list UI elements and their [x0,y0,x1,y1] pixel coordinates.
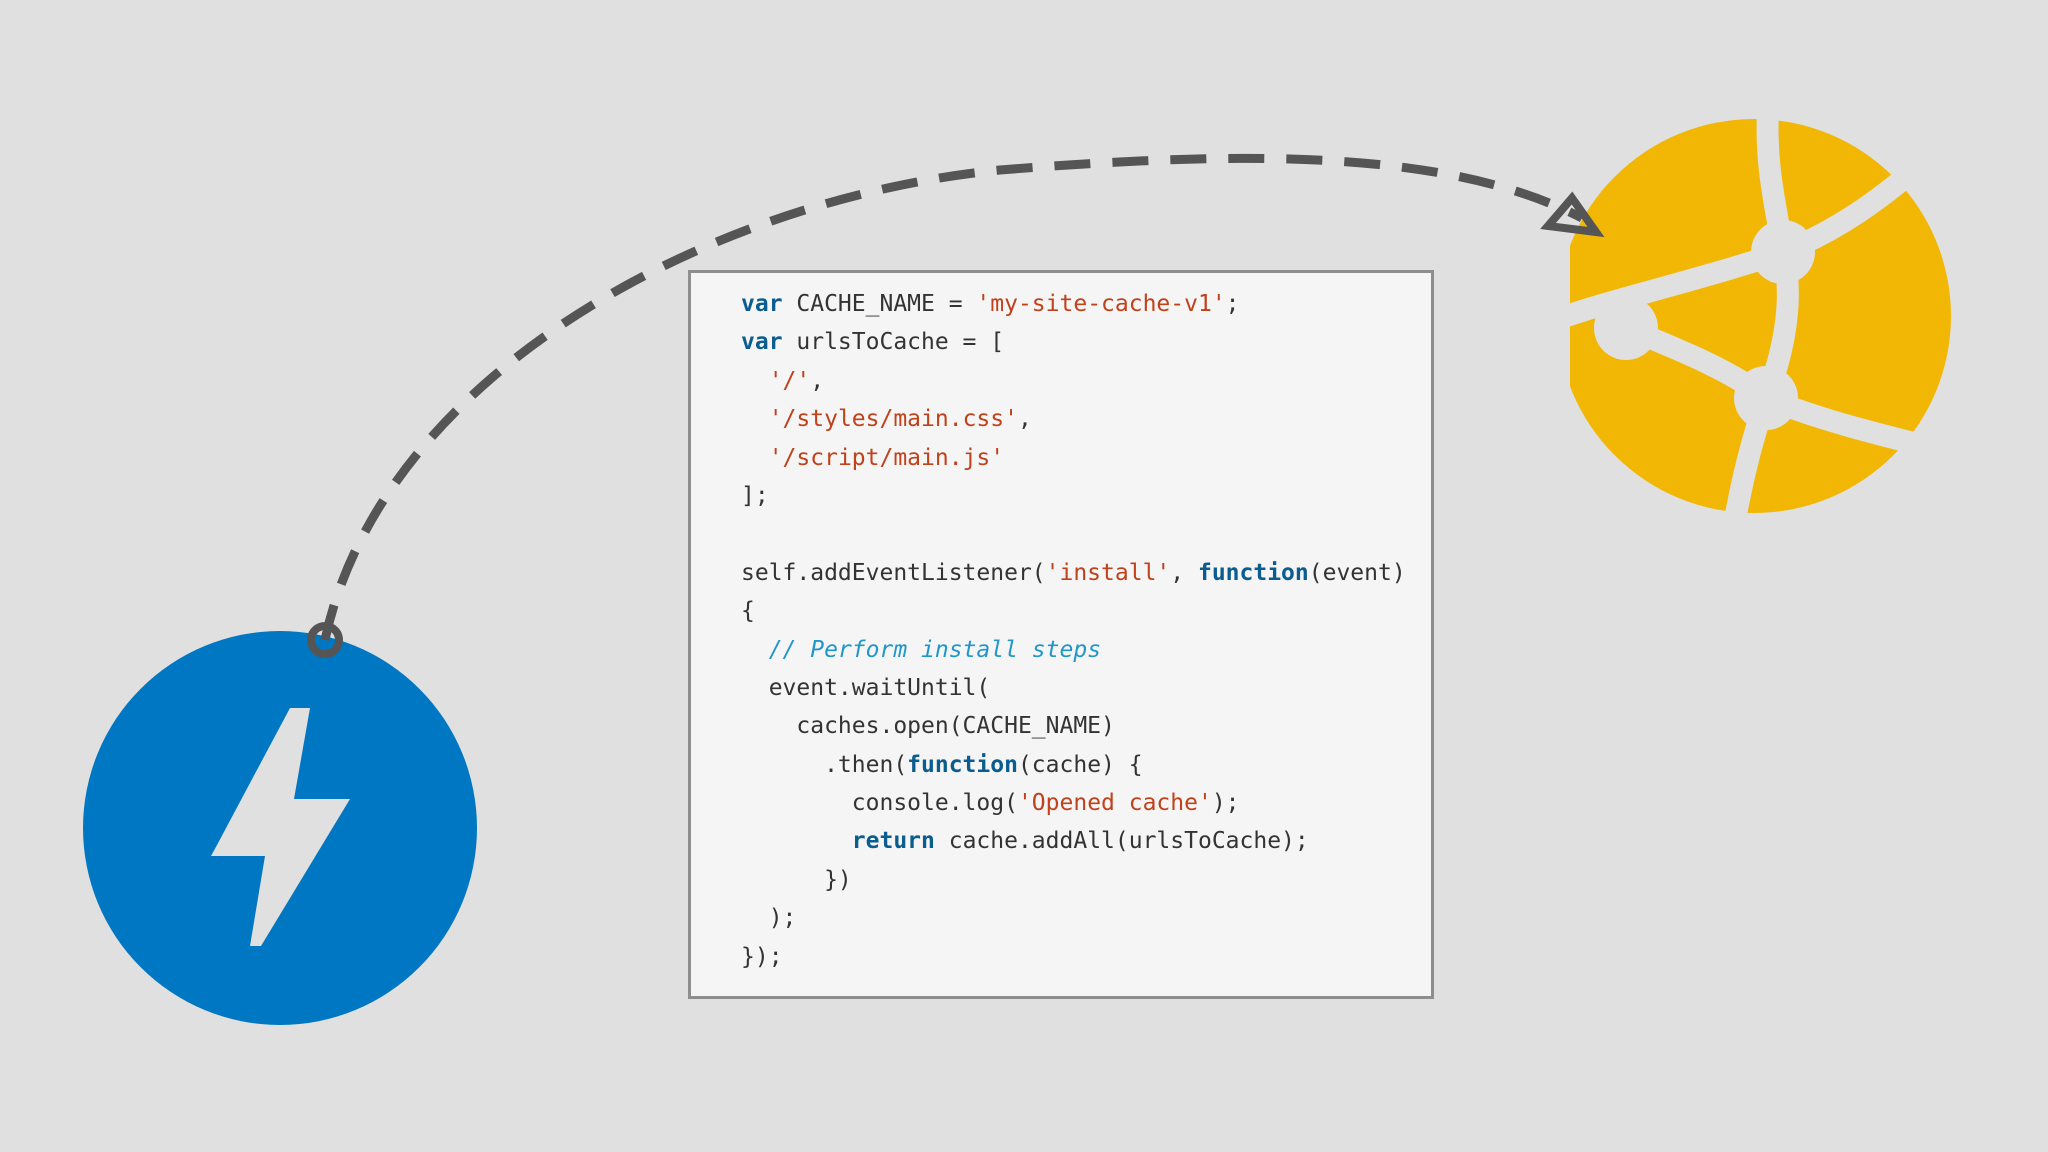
code-token: '/' [768,367,811,394]
globe-node-top [1751,220,1815,284]
code-token: (event) [1308,559,1406,586]
code-token: event.waitUntil( [741,674,991,701]
code-line: }) [741,861,1431,899]
code-token: // Perform install steps [768,636,1102,663]
code-token: { [741,598,755,625]
code-token [741,445,769,471]
code-token [741,406,769,432]
code-token: caches.open(CACHE_NAME) [741,713,1115,740]
code-line: { [741,592,1431,630]
code-line [741,515,1431,553]
code-token: CACHE_NAME = [782,291,977,317]
code-token: function [1197,559,1309,586]
code-token: , [1170,559,1198,586]
code-token: , [810,367,825,394]
code-token: ); [1211,790,1240,817]
globe-node-bottom [1734,366,1798,430]
globe-node [1540,100,1953,522]
code-token: console.log( [741,790,1018,817]
code-line: console.log('Opened cache'); [741,784,1431,822]
code-token: 'my-site-cache-v1' [976,291,1226,317]
code-token: function [907,751,1018,778]
code-token: urlsToCache = [ [782,329,1005,356]
code-token: var [741,329,783,356]
code-token: var [741,291,783,317]
code-token: .then( [741,751,908,778]
code-line: ]; [741,477,1431,515]
code-line: '/', [741,362,1431,400]
dashed-arrow-path [320,153,1585,641]
code-token [741,637,769,663]
code-line: return cache.addAll(urlsToCache); [741,822,1431,860]
code-line: // Perform install steps [741,631,1431,669]
code-token: cache.addAll(urlsToCache); [934,828,1309,855]
code-token [741,368,769,394]
code-line: caches.open(CACHE_NAME) [741,707,1431,745]
code-token: return [851,828,935,855]
code-token: }) [741,866,852,893]
arrow-start-handle [307,622,343,658]
code-line: '/styles/main.css', [741,400,1431,438]
code-panel: var CACHE_NAME = 'my-site-cache-v1';var … [688,270,1434,999]
code-token: '/styles/main.css' [768,406,1018,433]
code-token: 'Opened cache' [1017,790,1212,817]
code-token: self.addEventListener( [741,559,1046,586]
code-line: ); [741,899,1431,937]
code-token: ); [741,905,797,932]
code-token: ; [1225,291,1240,317]
code-token: '/script/main.js' [768,444,1005,471]
code-token: , [1017,406,1032,433]
globe-left-edge-mask [1540,100,1570,520]
dashed-arrow [307,153,1605,658]
code-line: .then(function(cache) { [741,746,1431,784]
globe-node-left [1594,296,1658,360]
lightning-bolt-icon [211,708,350,946]
code-token: }); [741,943,783,970]
arrow-head-icon [1540,191,1605,238]
code-line: var CACHE_NAME = 'my-site-cache-v1'; [741,285,1431,323]
amp-source-node [83,631,477,1025]
code-token: 'install' [1045,559,1171,586]
code-line: }); [741,938,1431,976]
code-token: ]; [741,482,769,509]
code-line: self.addEventListener('install', functio… [741,554,1431,592]
code-line: event.waitUntil( [741,669,1431,707]
code-line: '/script/main.js' [741,439,1431,477]
code-token [741,828,852,854]
code-line: var urlsToCache = [ [741,323,1431,361]
code-token: (cache) { [1017,751,1143,778]
